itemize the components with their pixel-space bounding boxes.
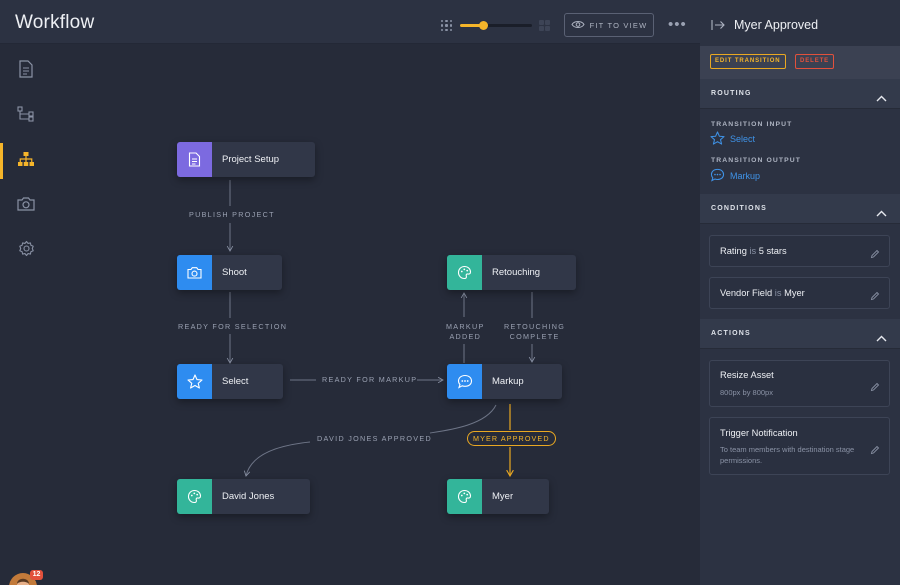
gear-icon [18,240,35,262]
condition-text: Rating is 5 stars [720,246,787,256]
action-card[interactable]: Resize Asset 800px by 800px [709,360,890,407]
palette-icon [177,479,212,514]
edge-label-markup-added[interactable]: MARKUP ADDED [446,322,485,341]
chevron-up-icon[interactable] [876,329,887,347]
edit-transition-button[interactable]: EDIT TRANSITION [710,54,786,69]
transition-output-label: TRANSITION OUTPUT [711,157,802,164]
action-title: Trigger Notification [720,428,798,438]
star-icon [710,131,725,147]
document-icon [177,142,212,177]
edge-david-jones-approved [429,404,497,434]
chat-bubble-icon [447,364,482,399]
node-label: Shoot [222,267,247,278]
eye-icon [571,20,585,31]
pencil-icon[interactable] [870,246,880,264]
edge-label-myer-approved[interactable]: MYER APPROVED [467,431,556,446]
condition-operator: is [749,246,757,256]
camera-icon [177,255,212,290]
node-project-setup[interactable]: Project Setup [177,142,315,177]
node-myer[interactable]: Myer [447,479,549,514]
condition-field: Rating [720,246,747,256]
more-options-button[interactable]: ••• [668,16,687,33]
condition-value: 5 stars [758,246,787,256]
transition-panel: Myer Approved EDIT TRANSITION DELETE ROU… [700,0,900,585]
camera-icon [17,196,35,216]
transition-input-label: TRANSITION INPUT [711,121,793,128]
pencil-icon[interactable] [870,288,880,306]
fit-to-view-label: FIT TO VIEW [589,20,648,30]
chevron-up-icon[interactable] [876,89,887,107]
hierarchy-icon [17,151,35,172]
node-label: Select [222,376,249,387]
zoom-slider-fill [460,24,484,27]
sidebar-item-media[interactable] [0,188,52,224]
node-david-jones[interactable]: David Jones [177,479,310,514]
condition-operator: is [774,288,782,298]
collapse-panel-icon[interactable] [711,18,725,36]
node-retouching[interactable]: Retouching [447,255,576,290]
section-title: ROUTING [711,90,752,97]
action-subtitle: To team members with destination stage p… [720,445,855,465]
zoom-slider[interactable] [460,21,532,30]
transition-output-value[interactable]: Markup [710,168,760,184]
top-bar: Workflow FIT TO VIEW ••• [0,0,700,44]
edge-label-ready-for-markup[interactable]: READY FOR MARKUP [322,375,418,384]
notification-badge: 12 [30,570,43,580]
zoom-in-grid-icon[interactable] [539,20,550,31]
section-routing-header[interactable]: ROUTING [700,79,900,109]
panel-action-bar: EDIT TRANSITION DELETE [700,46,900,79]
delete-button[interactable]: DELETE [795,54,835,69]
palette-icon [447,255,482,290]
section-title: ACTIONS [711,330,751,337]
node-label: Markup [492,376,524,387]
node-label: Project Setup [222,154,280,165]
sidebar-item-workflow[interactable] [0,143,52,179]
sidebar [0,44,52,585]
section-actions-header[interactable]: ACTIONS [700,319,900,349]
condition-card[interactable]: Rating is 5 stars [709,235,890,267]
fit-to-view-button[interactable]: FIT TO VIEW [564,13,654,37]
node-markup[interactable]: Markup [447,364,562,399]
panel-title: Myer Approved [734,18,819,32]
transition-output-text: Markup [730,171,761,181]
node-label: Myer [492,491,514,502]
sidebar-item-documents[interactable] [0,53,52,89]
condition-text: Vendor Field is Myer [720,288,805,298]
edge-label-publish-project[interactable]: PUBLISH PROJECT [189,210,275,219]
transition-input-value[interactable]: Select [710,131,755,147]
node-label: David Jones [222,491,275,502]
transition-input-text: Select [730,134,756,144]
chat-bubble-icon [710,168,725,184]
zoom-slider-handle[interactable] [478,21,488,30]
action-title: Resize Asset [720,370,774,380]
pencil-icon[interactable] [870,379,880,397]
palette-icon [447,479,482,514]
pencil-icon[interactable] [870,442,880,460]
chevron-up-icon[interactable] [876,204,887,222]
node-label: Retouching [492,267,541,278]
sidebar-item-structure[interactable] [0,98,52,134]
star-icon [177,364,212,399]
edge-label-ready-for-selection[interactable]: READY FOR SELECTION [178,322,288,331]
edge-label-david-jones-approved[interactable]: DAVID JONES APPROVED [317,434,432,443]
node-shoot[interactable]: Shoot [177,255,282,290]
condition-value: Myer [784,288,805,298]
page-title: Workflow [15,12,95,33]
tree-icon [17,105,35,127]
node-select[interactable]: Select [177,364,283,399]
section-conditions-header[interactable]: CONDITIONS [700,194,900,224]
zoom-out-grid-icon[interactable] [441,20,452,31]
condition-card[interactable]: Vendor Field is Myer [709,277,890,309]
panel-header: Myer Approved [700,0,900,48]
sidebar-item-settings[interactable] [0,233,52,269]
action-subtitle: 800px by 800px [720,388,773,397]
condition-field: Vendor Field [720,288,773,298]
section-title: CONDITIONS [711,205,767,212]
action-card[interactable]: Trigger Notification To team members wit… [709,417,890,475]
document-icon [18,59,34,83]
edge-label-retouching-complete[interactable]: RETOUCHING COMPLETE [504,322,566,341]
